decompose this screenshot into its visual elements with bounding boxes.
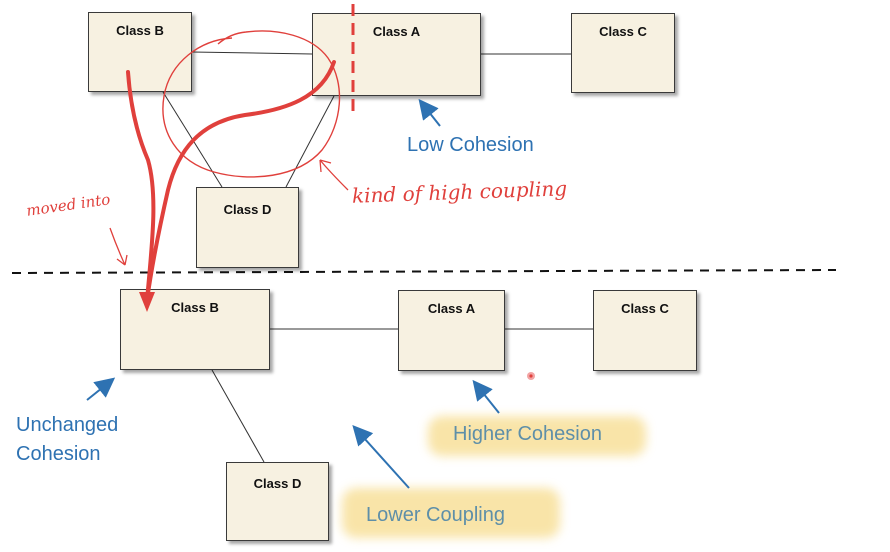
hand-arrow-moved xyxy=(109,227,128,266)
annotation-low-cohesion: Low Cohesion xyxy=(407,134,534,156)
class-name: Class C xyxy=(599,24,647,39)
annotation-lower-coupling: Lower Coupling xyxy=(366,504,505,526)
annotation-unchanged-line2: Cohesion xyxy=(16,443,101,465)
arrow-higher-cohesion xyxy=(472,379,500,414)
class-name: Class B xyxy=(171,300,219,315)
arrow-low-cohesion xyxy=(418,98,441,127)
class-name: Class D xyxy=(253,476,302,491)
class-box-top-c[interactable]: Class C xyxy=(571,13,675,93)
red-arrow-b-down xyxy=(126,70,156,302)
annotation-higher-cohesion: Higher Cohesion xyxy=(453,423,602,445)
class-box-top-a[interactable]: Class A xyxy=(312,13,481,96)
class-name: Class A xyxy=(427,301,476,316)
class-name: Class B xyxy=(116,23,164,38)
connector-bottom-b-d xyxy=(211,369,265,463)
class-box-top-d[interactable]: Class D xyxy=(196,187,299,268)
class-name: Class A xyxy=(372,24,421,39)
hand-arrow-coupling xyxy=(319,159,349,191)
class-box-bottom-d[interactable]: Class D xyxy=(226,462,329,541)
red-arrowhead xyxy=(139,292,155,312)
highlight-lower-coupling xyxy=(342,488,560,538)
highlight-higher-cohesion xyxy=(428,416,646,456)
class-box-bottom-c[interactable]: Class C xyxy=(593,290,697,371)
connector-top-a-d xyxy=(285,95,335,188)
red-arrow-a-to-b xyxy=(145,60,336,302)
coupling-circle xyxy=(162,30,341,178)
connector-top-b-a xyxy=(191,51,313,55)
class-name: Class C xyxy=(621,301,669,316)
annotation-unchanged-line1: Unchanged xyxy=(16,414,119,436)
arrow-lower-coupling xyxy=(352,425,410,489)
class-box-bottom-a[interactable]: Class A xyxy=(398,290,505,371)
class-name: Class D xyxy=(223,202,272,217)
arrow-unchanged-cohesion xyxy=(86,377,116,401)
